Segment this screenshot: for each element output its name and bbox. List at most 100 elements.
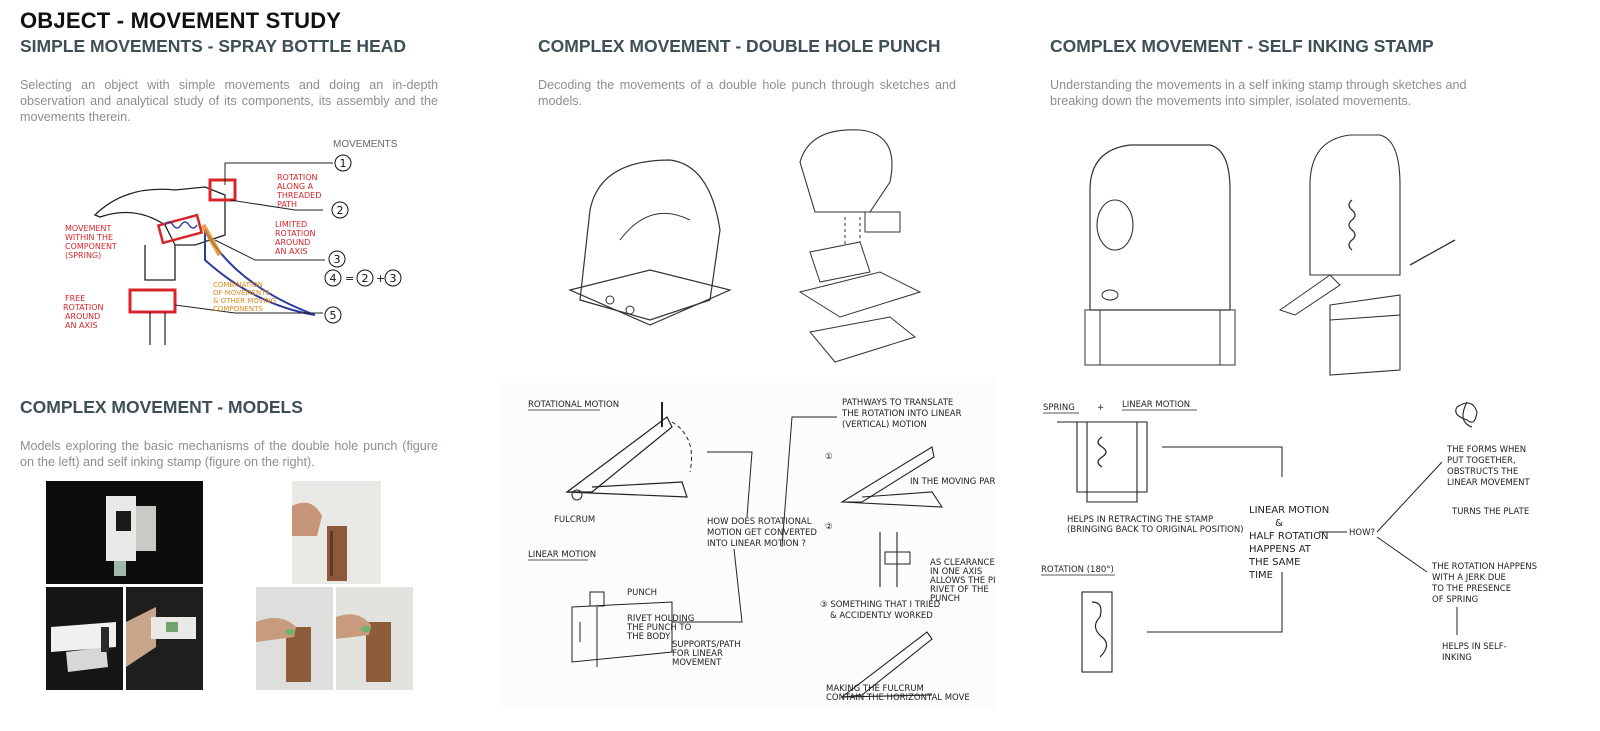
svg-text:PATHWAYS TO TRANSLATE: PATHWAYS TO TRANSLATE [842, 398, 953, 408]
svg-text:ROTATION: ROTATION [277, 173, 318, 182]
svg-text:LINEAR MOTION: LINEAR MOTION [1249, 505, 1329, 516]
svg-text:THE BODY: THE BODY [626, 632, 671, 642]
punch-perspective-sketch [560, 120, 760, 340]
svg-text:RIVET OF THE: RIVET OF THE [930, 585, 989, 595]
svg-text:SUPPORTS/PATH: SUPPORTS/PATH [672, 640, 741, 650]
note-moving-part: IN THE MOVING PART [910, 477, 995, 487]
svg-text:& OTHER MOVING: & OTHER MOVING [213, 297, 276, 305]
svg-text:HELPS IN RETRACTING THE STAMP: HELPS IN RETRACTING THE STAMP [1067, 515, 1213, 525]
note-fulcrum: FULCRUM [554, 515, 595, 525]
svg-text:PATH: PATH [277, 200, 297, 209]
svg-text:THE ROTATION HAPPENS: THE ROTATION HAPPENS [1431, 562, 1537, 572]
note-linear-motion: LINEAR MOTION [528, 550, 596, 560]
punch-section-title: COMPLEX MOVEMENT - DOUBLE HOLE PUNCH [538, 36, 941, 56]
svg-text:ROTATION: ROTATION [275, 229, 316, 238]
punch-exploded-sketch [790, 122, 940, 377]
note-spring: SPRING [1043, 403, 1075, 413]
svg-text:COMPONENT: COMPONENT [65, 242, 117, 251]
svg-text:(BRINGING BACK TO ORIGINAL POS: (BRINGING BACK TO ORIGINAL POSITION) [1067, 525, 1244, 535]
note-combination: COMBINATION OF MOVEMENTS & OTHER MOVING … [213, 281, 276, 313]
model-photo-punch-bottom-left [46, 587, 123, 690]
spray-section-title: SIMPLE MOVEMENTS - SPRAY BOTTLE HEAD [20, 36, 407, 56]
svg-text:IN ONE AXIS: IN ONE AXIS [930, 567, 982, 577]
movement-formula: 4 = 2 + 3 [324, 269, 402, 287]
note-forms: THE FORMS WHEN PUT TOGETHER, OBSTRUCTS T… [1446, 445, 1531, 488]
note-movement-within: MOVEMENT WITHIN THE COMPONENT (SPRING) [65, 224, 117, 260]
svg-text:4: 4 [330, 272, 337, 285]
svg-text:THE SAME: THE SAME [1248, 557, 1300, 568]
svg-text:HOW DOES ROTATIONAL: HOW DOES ROTATIONAL [707, 517, 812, 527]
svg-text:OBSTRUCTS THE: OBSTRUCTS THE [1447, 467, 1518, 477]
note-n1: ① [825, 452, 833, 462]
note-free-rotation: FREE ROTATION AROUND AN AXIS [63, 294, 104, 330]
callout-1: 1 [340, 157, 347, 170]
page-title: OBJECT - MOVEMENT STUDY [20, 8, 342, 33]
note-punch: PUNCH [627, 588, 657, 598]
svg-text:MOVEMENT: MOVEMENT [672, 658, 722, 668]
svg-text:WITH A JERK DUE: WITH A JERK DUE [1432, 573, 1506, 583]
svg-text:COMPONENTS: COMPONENTS [213, 305, 263, 313]
svg-text:CONTAIN THE HORIZONTAL MOVE: CONTAIN THE HORIZONTAL MOVE [826, 693, 970, 703]
svg-text:2: 2 [362, 272, 369, 285]
svg-text:ROTATION: ROTATION [63, 303, 104, 312]
note-rotation-threaded: ROTATION ALONG A THREADED PATH [276, 173, 321, 209]
svg-text:RIVET HOLDING: RIVET HOLDING [627, 614, 694, 624]
callout-2: 2 [337, 204, 344, 217]
svg-text:HAPPENS AT: HAPPENS AT [1249, 544, 1312, 555]
note-helps-retracting: HELPS IN RETRACTING THE STAMP (BRINGING … [1067, 515, 1244, 535]
note-rotational-motion: ROTATIONAL MOTION [528, 400, 619, 410]
svg-text:=: = [345, 272, 354, 285]
svg-text:FOR LINEAR: FOR LINEAR [672, 649, 723, 659]
note-limited-rotation: LIMITED ROTATION AROUND AN AXIS [275, 220, 316, 256]
note-stamp-linear: LINEAR MOTION [1122, 400, 1190, 410]
svg-text:(SPRING): (SPRING) [65, 251, 101, 260]
svg-text:WITHIN THE: WITHIN THE [65, 233, 113, 242]
svg-text:AN AXIS: AN AXIS [275, 247, 307, 256]
svg-text:ALONG A: ALONG A [277, 182, 314, 191]
model-photo-stamp-bottom-right [336, 587, 413, 690]
callout-3: 3 [334, 253, 341, 266]
svg-text:AROUND: AROUND [275, 238, 310, 247]
stamp-exploded-sketch [1270, 125, 1470, 380]
svg-text:PUNCH: PUNCH [930, 594, 960, 604]
note-fulcrum-bottom: MAKING THE FULCRUM CONTAIN THE HORIZONTA… [826, 684, 970, 703]
svg-text:+: + [376, 272, 385, 285]
model-photo-punch-top [46, 481, 203, 584]
note-turns-plate: TURNS THE PLATE [1451, 507, 1529, 517]
movements-label: MOVEMENTS [333, 139, 398, 150]
punch-notes-sheet: ROTATIONAL MOTION FULCRUM LINEAR MOTION … [502, 377, 995, 709]
spray-bottle-diagram: MOVEMENTS 1 2 3 5 4 = 2 [55, 135, 415, 350]
svg-text:3: 3 [390, 272, 397, 285]
svg-text:TIME: TIME [1248, 570, 1273, 581]
svg-text:OF MOVEMENTS: OF MOVEMENTS [213, 289, 270, 297]
svg-text:COMBINATION: COMBINATION [213, 281, 263, 289]
note-jerk: THE ROTATION HAPPENS WITH A JERK DUE TO … [1431, 562, 1537, 605]
svg-text:THE FORMS WHEN: THE FORMS WHEN [1446, 445, 1526, 455]
callout-5: 5 [330, 309, 337, 322]
svg-text:AROUND: AROUND [65, 312, 100, 321]
svg-text:MAKING THE FULCRUM: MAKING THE FULCRUM [826, 684, 924, 694]
stamp-assembled-sketch [1070, 130, 1250, 375]
svg-text:TO THE PRESENCE: TO THE PRESENCE [1431, 584, 1511, 594]
note-clearance: AS CLEARANCE IN ONE AXIS ALLOWS THE PIST… [930, 558, 995, 604]
note-plus: + [1097, 403, 1104, 413]
svg-text:&: & [1275, 518, 1283, 529]
spray-description: Selecting an object with simple movement… [20, 78, 438, 124]
model-photo-stamp-top [292, 481, 381, 584]
note-rivet: RIVET HOLDING THE PUNCH TO THE BODY [626, 614, 694, 642]
svg-text:& ACCIDENTLY WORKED: & ACCIDENTLY WORKED [830, 611, 933, 621]
svg-text:MOTION GET CONVERTED: MOTION GET CONVERTED [707, 528, 817, 538]
model-photo-punch-bottom-right [126, 587, 203, 690]
note-center: LINEAR MOTION & HALF ROTATION HAPPENS AT… [1248, 505, 1329, 581]
svg-text:THREADED: THREADED [276, 191, 321, 200]
model-photo-stamp-bottom-left [256, 587, 333, 690]
svg-text:LIMITED: LIMITED [275, 220, 307, 229]
punch-description: Decoding the movements of a double hole … [538, 78, 956, 108]
models-section-title: COMPLEX MOVEMENT - MODELS [20, 397, 303, 417]
svg-text:MOVEMENT: MOVEMENT [65, 224, 112, 233]
svg-text:HELPS IN SELF-: HELPS IN SELF- [1442, 642, 1507, 652]
stamp-notes-sheet: SPRING + LINEAR MOTION HELPS IN RETRACTI… [1037, 377, 1572, 697]
svg-text:INKING: INKING [1442, 653, 1472, 663]
svg-text:PUT TOGETHER,: PUT TOGETHER, [1447, 456, 1516, 466]
svg-text:ALLOWS THE PISTON/: ALLOWS THE PISTON/ [930, 576, 995, 586]
